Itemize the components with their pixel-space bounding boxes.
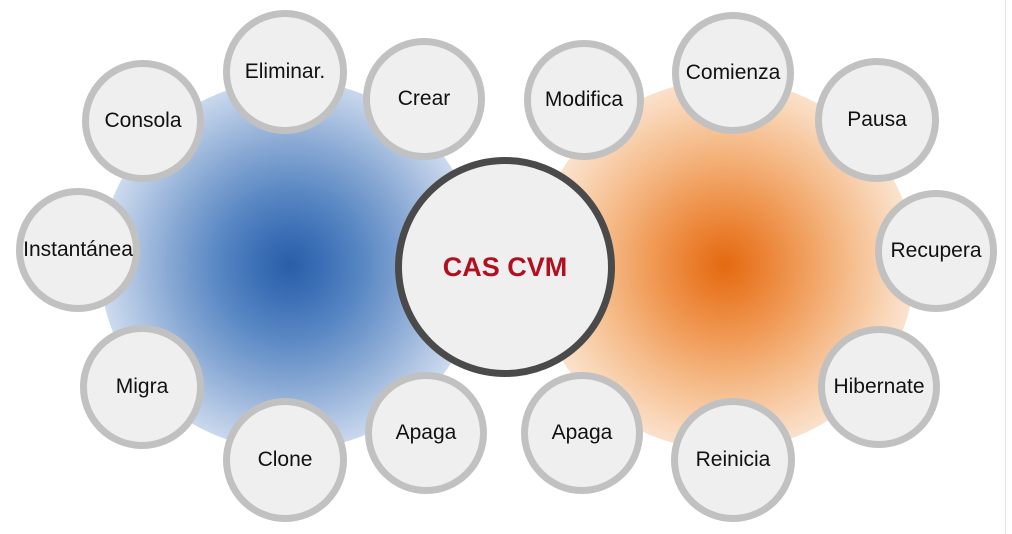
node-migra: Migra: [80, 325, 204, 449]
node-label: Eliminar.: [244, 60, 326, 83]
node-clone: Clone: [223, 398, 347, 522]
node-hibernate: Hibernate: [818, 326, 940, 448]
node-eliminar: Eliminar.: [223, 10, 347, 134]
node-modifica: Modifica: [524, 40, 644, 160]
node-apaga-right: Apaga: [521, 372, 643, 494]
node-label: Crear: [397, 87, 451, 110]
node-label: Apaga: [395, 421, 457, 444]
node-recupera: Recupera: [875, 190, 997, 312]
node-reinicia: Reinicia: [671, 398, 795, 522]
edge-divider: [1005, 0, 1006, 534]
node-consola: Consola: [82, 60, 204, 182]
node-label: Instantánea: [23, 238, 133, 261]
node-label: Modifica: [544, 88, 624, 111]
node-label: Comienza: [685, 61, 781, 84]
node-label: Pausa: [847, 108, 907, 131]
node-label: Hibernate: [833, 375, 925, 398]
node-label: Clone: [257, 448, 313, 471]
node-label: Reinicia: [695, 448, 771, 471]
center-hub: CAS CVM: [395, 157, 615, 377]
node-instantanea: Instantánea: [16, 188, 140, 312]
node-apaga-left: Apaga: [365, 372, 487, 494]
node-crear: Crear: [363, 38, 485, 160]
hub-label: CAS CVM: [442, 251, 568, 282]
node-pausa: Pausa: [815, 58, 939, 182]
node-label: Recupera: [890, 239, 982, 262]
node-label: Migra: [115, 375, 169, 398]
node-label: Apaga: [551, 421, 613, 444]
node-comienza: Comienza: [672, 12, 794, 134]
node-label: Consola: [104, 109, 182, 132]
